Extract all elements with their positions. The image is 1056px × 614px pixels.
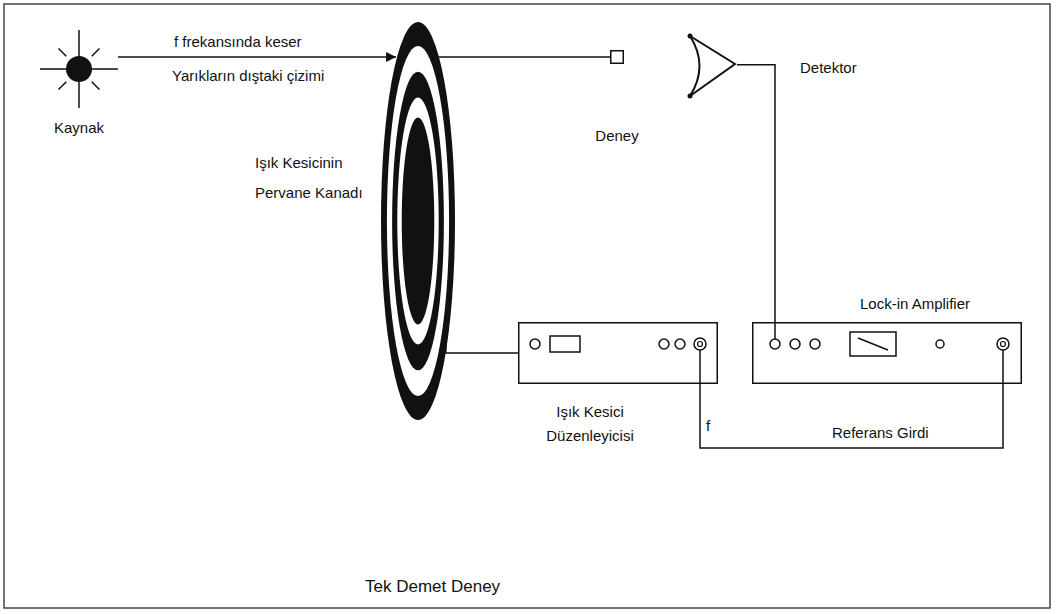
light-beam <box>439 56 610 58</box>
light-ray <box>92 82 100 90</box>
light-ray <box>58 48 66 56</box>
node-outline <box>610 50 624 64</box>
chopper-ring <box>402 118 435 325</box>
sample-box: Deney <box>610 50 624 64</box>
detector-face <box>690 36 700 96</box>
signal-cable <box>737 65 775 322</box>
chopper-controller: Işık Kesici Düzenleyicisi <box>518 322 718 384</box>
lamp-core <box>66 56 92 82</box>
sample-square <box>611 51 624 64</box>
output-jack <box>698 342 703 347</box>
chopper-ring <box>392 72 444 371</box>
lockin-amplifier: Lock-in Amplifier <box>752 322 1022 384</box>
slit-note: Yarıkların dıştaki çizimi <box>172 66 324 85</box>
input-jack <box>770 339 780 349</box>
reference-jack <box>997 338 1009 350</box>
frame-border <box>4 4 1050 608</box>
knob <box>659 339 669 349</box>
detector-symbol: Detektor <box>685 33 737 99</box>
instrument-case <box>753 323 1022 384</box>
node-label: Işık Kesici Düzenleyicisi <box>530 400 650 448</box>
node-label: Işık Kesicinin Pervane Kanadı <box>255 148 377 208</box>
node-outline <box>40 30 118 108</box>
output-jack <box>694 338 706 350</box>
light-ray <box>58 82 66 90</box>
frequency-label: f <box>704 416 712 435</box>
reference-input-label: Referans Girdi <box>832 423 929 442</box>
instrument-case <box>519 323 718 384</box>
input-jack <box>790 339 800 349</box>
chopper-ring <box>387 46 449 396</box>
knob <box>936 340 944 348</box>
node-label: Deney <box>580 126 654 145</box>
reference-jack <box>1001 342 1006 347</box>
knob <box>530 339 540 349</box>
node-outline <box>381 22 455 420</box>
detector-dot <box>688 34 693 39</box>
input-jack <box>810 339 820 349</box>
node-outline <box>518 322 718 384</box>
signal-cable <box>700 384 1003 448</box>
knob <box>675 339 685 349</box>
node-outline <box>752 322 1022 384</box>
chopper-ring <box>381 22 455 420</box>
chopper-ring <box>397 98 438 345</box>
display <box>550 336 580 352</box>
detector-dot <box>688 94 693 99</box>
node-label: Lock-in Amplifier <box>860 294 970 313</box>
detector-outline <box>690 36 735 96</box>
signal-cable <box>446 339 518 353</box>
figure-caption: Tek Demet Deney <box>365 576 500 598</box>
light-beam <box>118 56 396 58</box>
chopper-blade: Işık Kesicinin Pervane Kanadı <box>381 22 455 420</box>
beam-label: f frekansında keser <box>172 32 304 51</box>
node-label: Detektor <box>800 58 857 77</box>
light-ray <box>92 48 100 56</box>
node-label: Kaynak <box>40 118 118 137</box>
node-outline <box>685 33 737 99</box>
light-source: Kaynak <box>40 30 118 108</box>
meter-needle <box>858 338 888 350</box>
meter <box>850 332 896 356</box>
